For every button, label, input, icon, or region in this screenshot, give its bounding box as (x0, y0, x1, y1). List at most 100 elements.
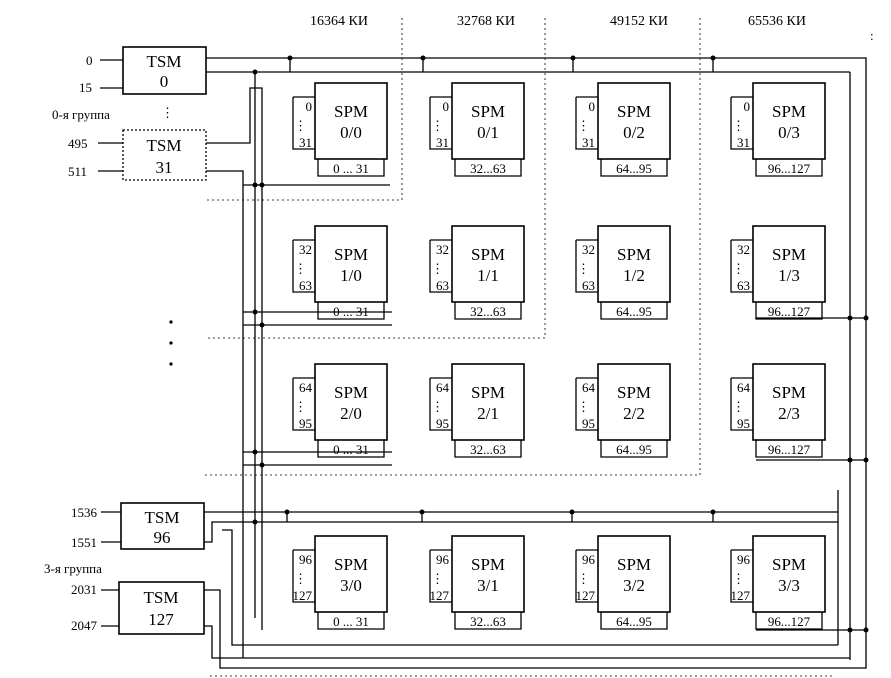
spm-pin-dots: ⋮ (732, 399, 745, 414)
spm-output-bracket (317, 612, 385, 630)
spm-id: 3/1 (477, 576, 499, 595)
spm-output-bracket (600, 440, 668, 458)
spm-pin-top: 32 (582, 242, 595, 257)
spm-label: SPM (772, 245, 806, 264)
tsm31-input-top: 495 (68, 136, 88, 151)
spm-output-range: 32...63 (470, 161, 506, 176)
header-col-2: 49152 КИ (610, 14, 668, 29)
spm-pin-dots: ⋮ (732, 571, 745, 586)
spm-pin-dots: ⋮ (431, 118, 444, 133)
spm-id: 2/1 (477, 404, 499, 423)
spm-id: 2/3 (778, 404, 800, 423)
tsm31-buses (206, 87, 263, 658)
spm-pin-dots: ⋮ (732, 118, 745, 133)
spm-pin-dots: ⋮ (294, 118, 307, 133)
spm-output-range: 96...127 (768, 442, 811, 457)
spm-box (752, 363, 826, 441)
spm-output-range: 32...63 (470, 614, 506, 629)
spm-output-range: 32...63 (470, 442, 506, 457)
spm-input-bracket (730, 96, 753, 150)
tsm0-buses (206, 55, 867, 618)
spm-id: 1/1 (477, 266, 499, 285)
tsm127-input-bot: 2047 (71, 618, 98, 633)
spm-pin-dots: ⋮ (577, 571, 590, 586)
spm-label: SPM (471, 245, 505, 264)
spm-output-range: 96...127 (768, 304, 811, 319)
spm-pin-top: 64 (737, 380, 751, 395)
spm-output-bracket (755, 159, 823, 177)
spm-output-range: 64...95 (616, 442, 652, 457)
spm-pin-top: 32 (436, 242, 449, 257)
spm-input-bracket (575, 549, 598, 603)
spm-pin-bot: 63 (582, 278, 595, 293)
spm-label: SPM (334, 383, 368, 402)
spm-box (314, 363, 388, 441)
spm-pin-top: 32 (737, 242, 750, 257)
spm-pin-dots: ⋮ (431, 399, 444, 414)
spm-pin-bot: 95 (299, 416, 312, 431)
tsm31-input-bot: 511 (68, 164, 87, 179)
svg-text:96: 96 (154, 528, 171, 547)
spm-pin-bot: 31 (436, 135, 449, 150)
header-col-0: 16364 КИ (310, 14, 368, 29)
spm-output-bracket (454, 440, 522, 458)
spm-box (451, 82, 525, 160)
svg-text:TSM: TSM (147, 52, 182, 71)
spm-output-range: 0 ... 31 (333, 614, 369, 629)
tsm-31: TSM 31 (122, 129, 207, 181)
spm-pin-top: 0 (589, 99, 596, 114)
spm-pin-top: 96 (737, 552, 751, 567)
group-labels: 0-я группа 3-я группа ⋮ (44, 105, 174, 576)
spm-pin-bot: 127 (731, 588, 751, 603)
spm-input-bracket (730, 239, 753, 293)
spm-pin-bot: 95 (436, 416, 449, 431)
spm-pin-bot: 63 (299, 278, 312, 293)
spm-label: SPM (471, 383, 505, 402)
tsm-96: TSM 96 (120, 502, 205, 550)
spm-output-bracket (600, 159, 668, 177)
spm-pin-top: 0 (443, 99, 450, 114)
spm-pin-top: 32 (299, 242, 312, 257)
spm-box (597, 82, 671, 160)
spm-id: 3/2 (623, 576, 645, 595)
spm-id: 1/0 (340, 266, 362, 285)
tsm96-input-top: 1536 (71, 505, 98, 520)
spm-input-bracket (292, 549, 315, 603)
tsm0-input-bot: 15 (79, 80, 92, 95)
group-label-3: 3-я группа (44, 561, 102, 576)
spm-box (752, 82, 826, 160)
group-label-0: 0-я группа (52, 107, 110, 122)
spm-id: 0/0 (340, 123, 362, 142)
spm-id: 3/3 (778, 576, 800, 595)
spm-box (597, 225, 671, 303)
spm-output-range: 64...95 (616, 614, 652, 629)
tsm127-input-top: 2031 (71, 582, 97, 597)
spm-pin-bot: 31 (299, 135, 312, 150)
tsm-gap-dots: ⋮ (161, 105, 174, 120)
spm-label: SPM (471, 102, 505, 121)
spm-id: 2/2 (623, 404, 645, 423)
spm-output-bracket (755, 440, 823, 458)
spm-pin-bot: 31 (737, 135, 750, 150)
header-col-3: 65536 КИ (748, 14, 806, 29)
column-headers: 16364 КИ 32768 КИ 49152 КИ 65536 КИ : (310, 14, 874, 43)
spm-box (752, 225, 826, 303)
spm-label: SPM (772, 555, 806, 574)
spm-box (597, 535, 671, 613)
spm-output-bracket (755, 612, 823, 630)
spm-pin-top: 0 (744, 99, 751, 114)
spm-pin-top: 64 (299, 380, 313, 395)
spm-output-bracket (317, 159, 385, 177)
spm-output-range: 0 ... 31 (333, 161, 369, 176)
spm-box (451, 225, 525, 303)
